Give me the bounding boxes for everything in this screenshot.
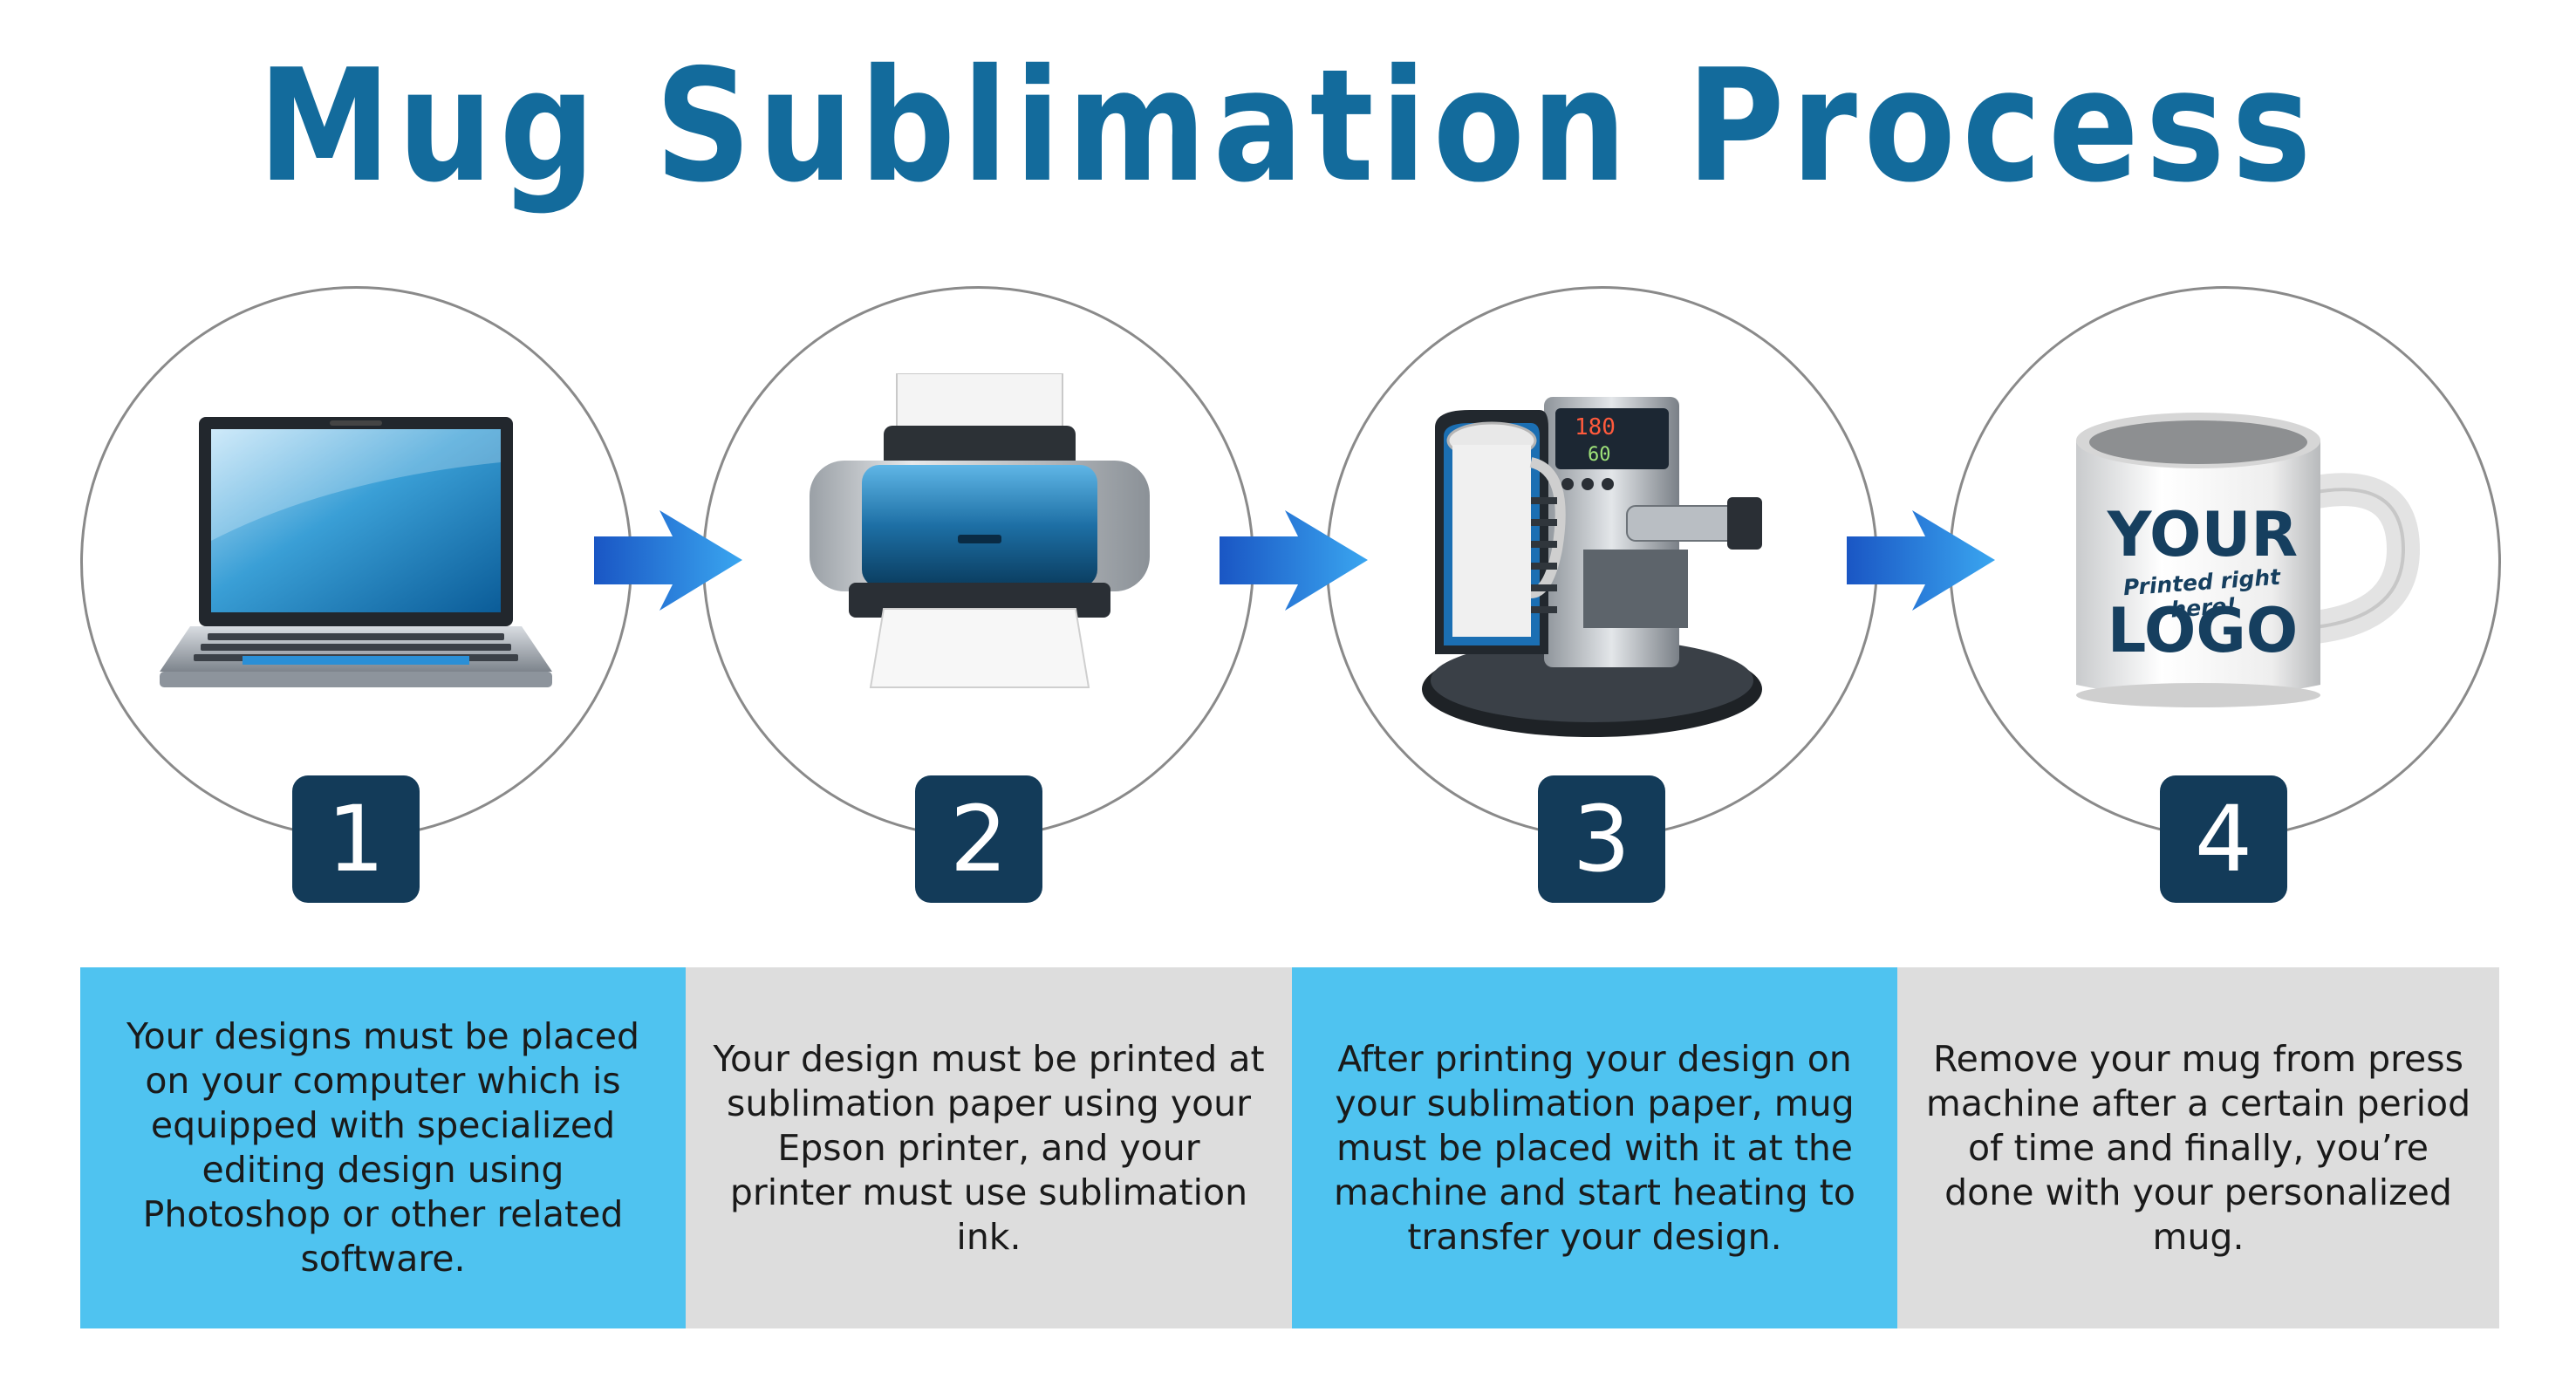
step-4-description: Remove your mug from press machine after… [1925, 1037, 2471, 1258]
step-4-badge: 4 [2160, 775, 2287, 903]
mug-icon: YOUR Printed right here! LOGO [2059, 397, 2425, 728]
arrow-right-icon [1220, 510, 1368, 611]
step-3-description: After printing your design on your subli… [1334, 1037, 1855, 1258]
press-time-readout: 60 [1588, 444, 1611, 466]
step-2-panel: Your design must be printed at sublimati… [686, 967, 1292, 1328]
printer-icon [810, 373, 1150, 688]
step-1-badge: 1 [292, 775, 420, 903]
press-temp-readout: 180 [1575, 414, 1616, 440]
step-3-badge: 3 [1538, 775, 1665, 903]
laptop-icon [160, 417, 552, 687]
page-title: Mug Sublimation Process [257, 36, 2319, 216]
mug-press-icon: 180 60 [1422, 397, 1762, 737]
step-2-description: Your design must be printed at sublimati… [713, 1037, 1265, 1258]
step-1-panel: Your designs must be placed on your comp… [80, 967, 686, 1328]
mug-logo-line2: LOGO [2107, 595, 2299, 666]
mug-logo-line1: YOUR [2107, 499, 2299, 570]
step-1-description: Your designs must be placed on your comp… [126, 1015, 639, 1280]
step-2-badge: 2 [915, 775, 1042, 903]
arrow-right-icon [1847, 510, 1995, 611]
step-3-panel: After printing your design on your subli… [1292, 967, 1897, 1328]
arrow-right-icon [594, 510, 742, 611]
step-4-panel: Remove your mug from press machine after… [1897, 967, 2499, 1328]
